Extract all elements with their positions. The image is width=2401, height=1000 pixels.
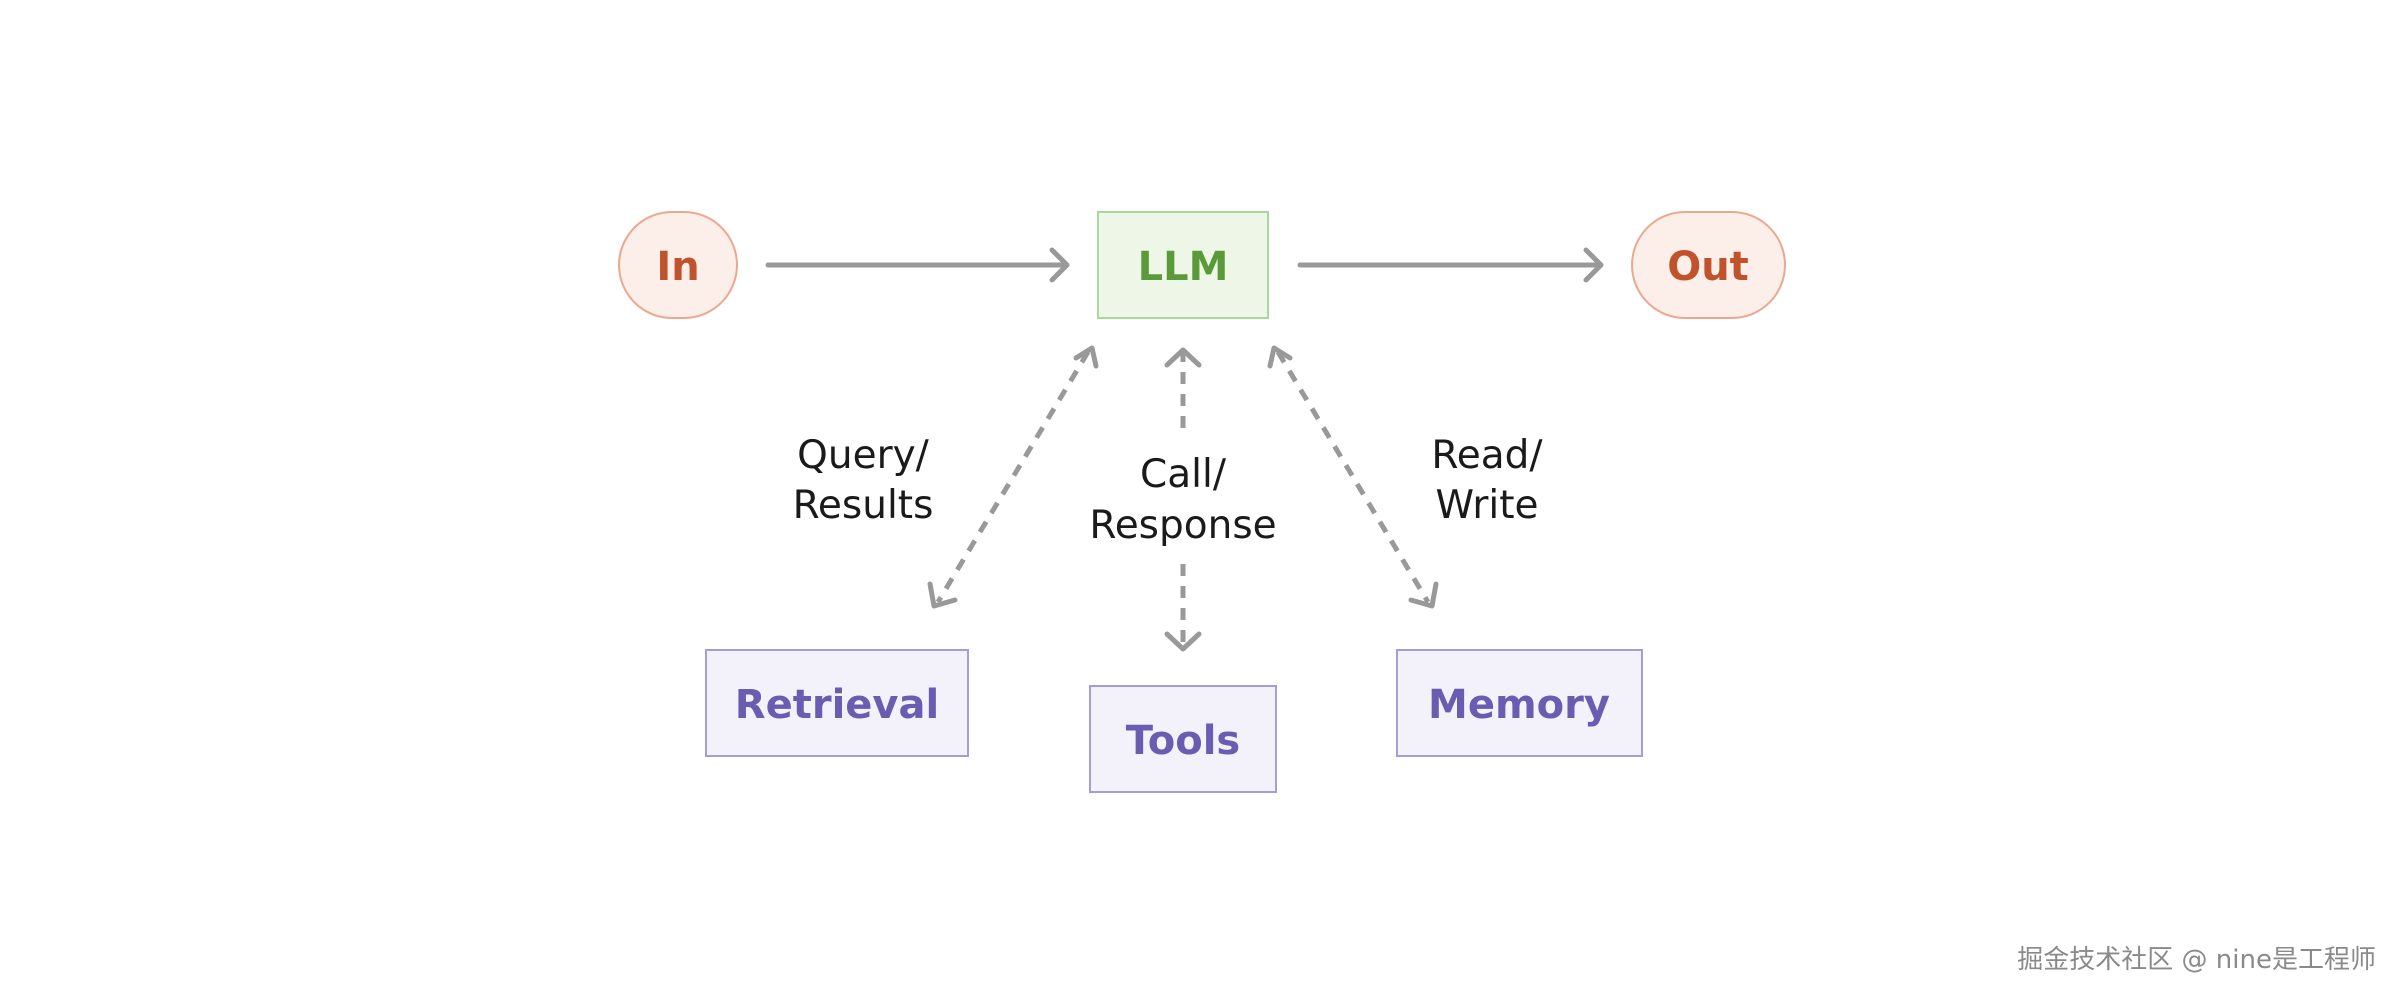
- edge-label-tools-line-2: Response: [1089, 503, 1276, 548]
- llm-node-shape: [1097, 211, 1269, 319]
- retrieval-node: Retrieval: [705, 649, 969, 757]
- input-node-shape: [618, 211, 738, 319]
- edge-label-memory-line-2: Write: [1436, 483, 1539, 528]
- output-node-label: Out: [1667, 244, 1749, 290]
- arrow-llm-retrieval: [927, 345, 1099, 609]
- edge-label-memory: Read/ Write: [1431, 433, 1543, 528]
- input-node: In: [618, 211, 738, 319]
- llm-node: LLM: [1097, 211, 1269, 319]
- output-node: Out: [1631, 211, 1786, 319]
- output-node-shape: [1631, 211, 1786, 319]
- tools-node-label: Tools: [1126, 718, 1240, 764]
- edge-label-retrieval: Query/ Results: [793, 433, 934, 528]
- edge-label-tools: Call/ Response: [1089, 452, 1276, 548]
- memory-node: Memory: [1396, 649, 1643, 757]
- retrieval-node-shape: [705, 649, 969, 757]
- memory-node-shape: [1396, 649, 1643, 757]
- memory-node-label: Memory: [1428, 682, 1610, 728]
- edge-label-memory-line-1: Read/: [1431, 433, 1543, 478]
- retrieval-node-label: Retrieval: [735, 682, 939, 728]
- arrow-llm-to-out: [1297, 247, 1604, 283]
- arrow-in-to-llm: [765, 247, 1070, 283]
- llm-node-label: LLM: [1138, 244, 1229, 290]
- tools-node: Tools: [1089, 685, 1277, 793]
- edge-label-retrieval-line-2: Results: [793, 483, 934, 528]
- tools-node-shape: [1089, 685, 1277, 793]
- watermark-text: 掘金技术社区 @ nine是工程师: [2017, 945, 2376, 975]
- arrow-llm-memory: [1267, 345, 1439, 609]
- arrow-llm-tools: [1164, 347, 1202, 652]
- edge-label-tools-line-1: Call/: [1140, 452, 1227, 497]
- edge-label-retrieval-line-1: Query/: [797, 433, 930, 478]
- input-node-label: In: [656, 244, 699, 290]
